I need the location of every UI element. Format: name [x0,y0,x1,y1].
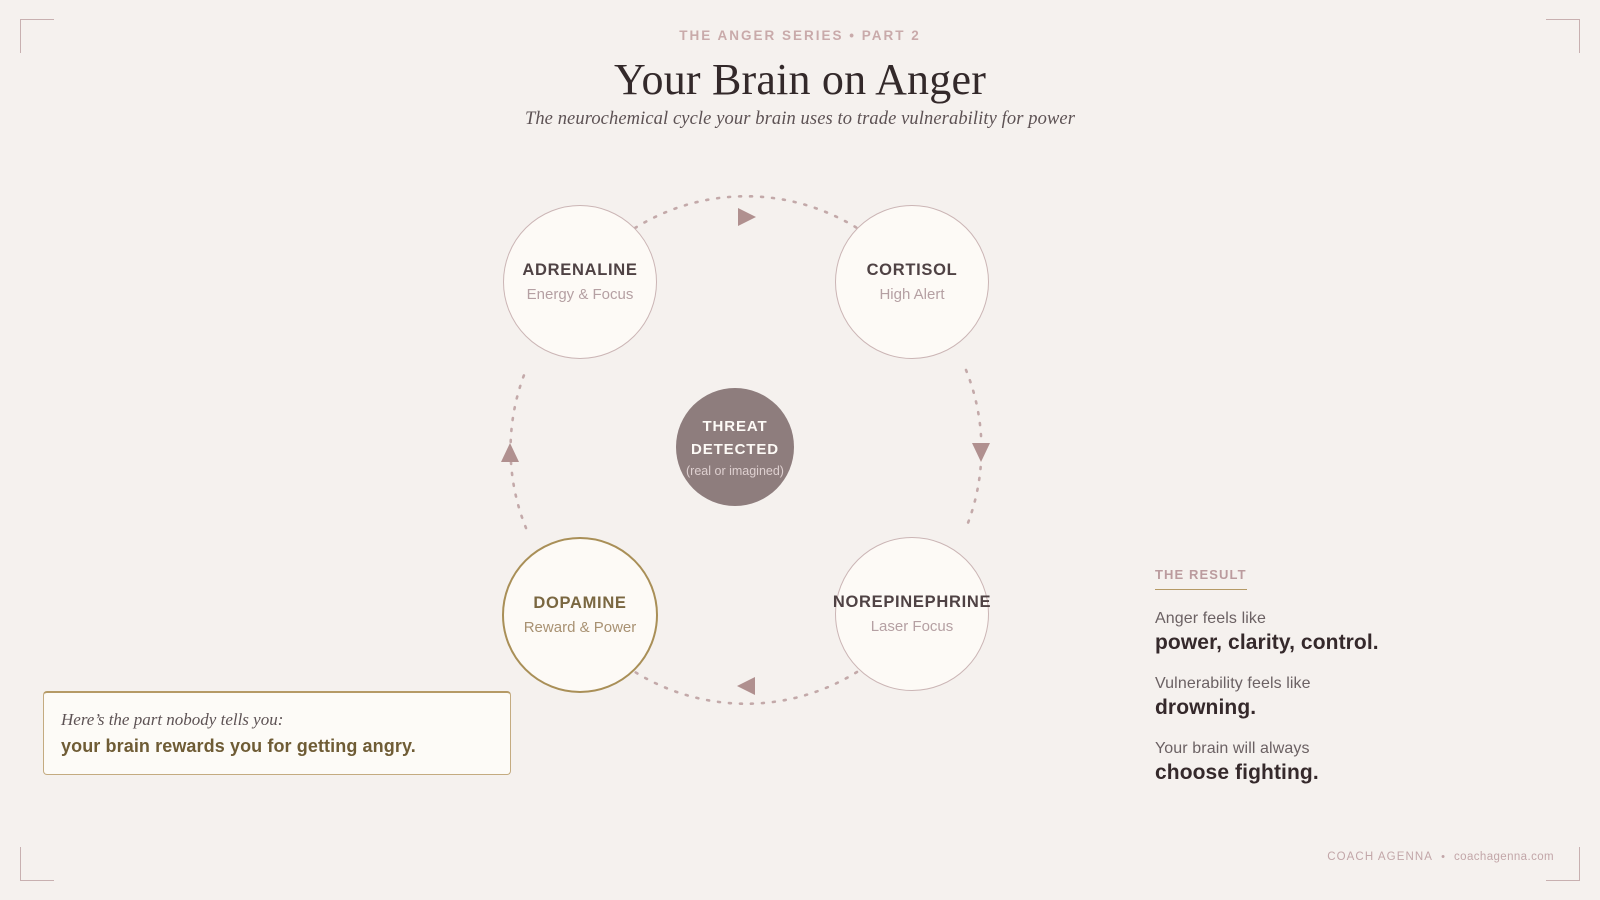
result-strong: power, clarity, control. [1155,631,1379,654]
neurochemical-cycle-diagram: ADRENALINE Energy & Focus CORTISOL High … [450,180,1050,720]
crop-mark-top-right [1546,19,1580,53]
result-strong: drowning. [1155,696,1257,719]
node-norepinephrine-title: NOREPINEPHRINE [832,593,992,611]
footer-brand: COACH AGENNA [1327,851,1434,863]
crop-mark-bottom-right [1546,847,1580,881]
arc-cortisol-to-norepinephrine [964,368,983,530]
result-row: Vulnerability feels like drowning. [1155,675,1555,720]
crop-mark-top-left [20,19,54,53]
node-dopamine-title: DOPAMINE [533,594,627,612]
series-eyebrow: THE ANGER SERIES • PART 2 [679,28,921,43]
node-norepinephrine[interactable]: NOREPINEPHRINE Laser Focus [832,537,992,691]
node-cortisol[interactable]: CORTISOL High Alert [835,205,989,359]
crop-mark-bottom-left [20,847,54,881]
node-adrenaline[interactable]: ADRENALINE Energy & Focus [503,205,657,359]
node-dopamine[interactable]: DOPAMINE Reward & Power [502,537,658,693]
result-lead: Your brain will always [1155,740,1310,757]
result-strong: choose fighting. [1155,761,1319,784]
core-threat-detected[interactable]: THREAT DETECTED (real or imagined) [676,388,794,506]
result-kicker: THE RESULT [1155,567,1247,590]
arrowhead-down [972,443,990,462]
node-dopamine-subtitle: Reward & Power [523,619,637,636]
node-adrenaline-title: ADRENALINE [522,261,638,279]
arrowhead-left [737,677,755,695]
core-line-1: THREAT [702,418,768,436]
result-lead: Anger feels like [1155,610,1266,627]
arc-dopamine-to-adrenaline [509,368,528,530]
result-lead: Vulnerability feels like [1155,675,1311,692]
result-row: Your brain will always choose fighting. [1155,740,1555,785]
result-row: Anger feels like power, clarity, control… [1155,610,1555,655]
footer: COACH AGENNA • coachagenna.com [1327,851,1554,863]
core-note: (real or imagined) [686,463,784,478]
core-line-2: DETECTED [690,441,780,458]
footer-website-link[interactable]: coachagenna.com [1454,851,1554,863]
callout-lead: Here’s the part nobody tells you: [61,710,284,729]
node-norepinephrine-subtitle: Laser Focus [870,618,954,635]
page-subtitle: The neurochemical cycle your brain uses … [524,109,1076,129]
footer-separator-dot: • [1441,851,1447,863]
callout-box: Here’s the part nobody tells you: your b… [43,691,511,775]
arrowhead-right [738,208,756,226]
node-cortisol-title: CORTISOL [866,261,958,279]
page-title: Your Brain on Anger [613,55,987,104]
result-panel: THE RESULT Anger feels like power, clari… [1155,566,1555,785]
node-adrenaline-subtitle: Energy & Focus [526,286,634,303]
arrowhead-up [501,443,519,462]
callout-strong: your brain rewards you for getting angry… [61,736,416,756]
cycle-arrows-layer [501,194,990,706]
poster-header: THE ANGER SERIES • PART 2 Your Brain on … [0,28,1600,130]
node-cortisol-subtitle: High Alert [879,286,945,303]
